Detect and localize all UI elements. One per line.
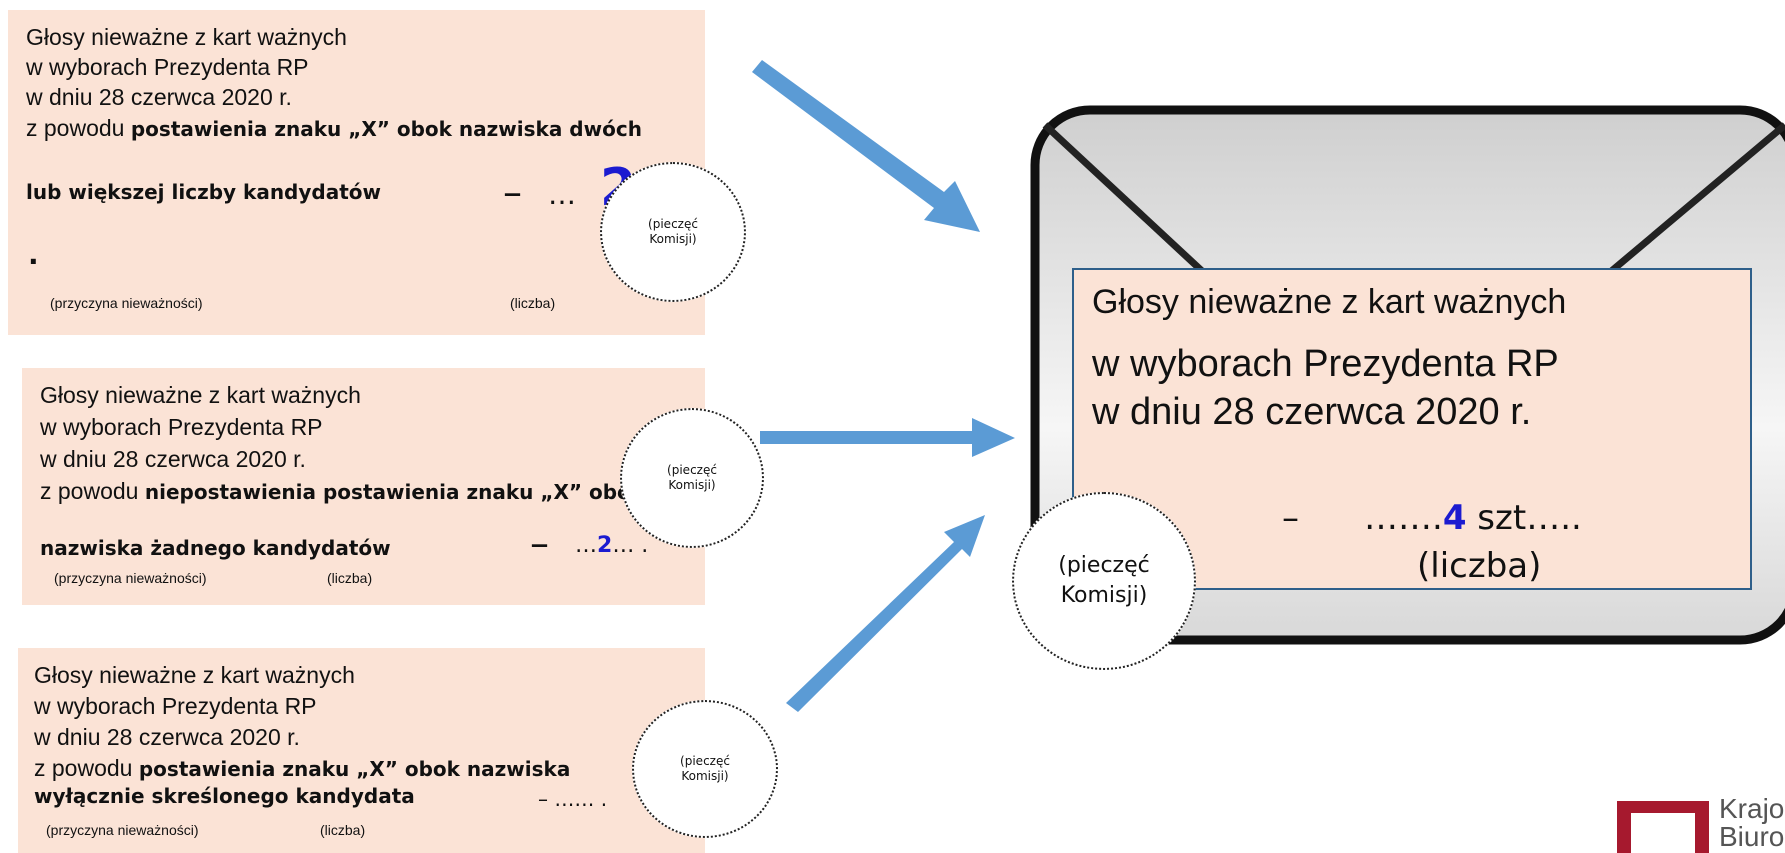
dash: – <box>1282 498 1299 538</box>
count-label: (liczba) <box>320 822 366 838</box>
dash: – <box>530 521 549 565</box>
reason-text-cont: lub większej liczby kandydatów <box>26 180 381 204</box>
logo: Krajo Biuro <box>1615 795 1785 853</box>
dots-before: ……. <box>1364 498 1443 538</box>
stamp-text-2: Komisji) <box>649 232 697 246</box>
card-subtitle: w wyborach Prezydenta RP <box>40 414 323 440</box>
reason-prefix: z powodu <box>34 755 133 781</box>
reason-text-cont: nazwiska żadnego kandydatów <box>40 536 391 560</box>
card-date: w dniu 28 czerwca 2020 r. <box>26 84 292 110</box>
card-reason-line: z powodu niepostawienia postawienia znak… <box>40 476 644 507</box>
envelope-title: Głosy nieważne z kart ważnych <box>1092 283 1567 321</box>
cause-label: (przyczyna nieważności) <box>46 822 199 838</box>
dots-after: … . <box>612 533 649 558</box>
card-title: Głosy nieważne z kart ważnych <box>26 24 347 50</box>
dots-before: … <box>575 533 597 558</box>
count-label: (liczba) <box>1417 546 1542 586</box>
arrow-3 <box>786 515 985 712</box>
dots: … <box>548 178 576 211</box>
arrow-2 <box>760 418 1015 457</box>
count-line: – …… . <box>538 787 608 811</box>
reason-text-cont: wyłącznie skreślonego kandydata <box>34 784 415 808</box>
stamp-text-1: (pieczęć <box>680 754 730 768</box>
card-reason-line: z powodu postawienia znaku „X” obok nazw… <box>26 113 642 144</box>
trailing-dot: . <box>28 238 39 271</box>
reason-prefix: z powodu <box>26 115 125 141</box>
reason-text: postawienia znaku „X” obok nazwiska <box>138 757 571 781</box>
card-title: Głosy nieważne z kart ważnych <box>40 382 361 408</box>
count-suffix: szt….. <box>1477 498 1582 538</box>
card-title: Głosy nieważne z kart ważnych <box>34 662 355 688</box>
card-subtitle: w wyborach Prezydenta RP <box>34 693 317 719</box>
card-subtitle: w wyborach Prezydenta RP <box>26 54 309 80</box>
stamp-text-2: Komisji) <box>668 478 716 492</box>
invalid-votes-card-3: Głosy nieważne z kart ważnych w wyborach… <box>18 648 705 853</box>
stamp-text-2: Komisji) <box>1060 583 1148 608</box>
card-date: w dniu 28 czerwca 2020 r. <box>40 446 306 472</box>
arrow-1 <box>752 60 980 232</box>
invalid-votes-card-2: Głosy nieważne z kart ważnych w wyborach… <box>22 368 705 605</box>
stamp-text-2: Komisji) <box>681 769 729 783</box>
count-value: 4 <box>1442 498 1467 538</box>
logo-text-1: Krajo <box>1719 793 1785 824</box>
envelope-date: w dniu 28 czerwca 2020 r. <box>1092 391 1532 433</box>
reason-text: niepostawienia postawienia znaku „X” obo… <box>144 480 645 504</box>
logo-text-2: Biuro <box>1719 821 1785 852</box>
reason-prefix: z powodu <box>40 478 139 504</box>
envelope-subtitle: w wyborach Prezydenta RP <box>1092 343 1559 385</box>
envelope-label: Głosy nieważne z kart ważnych w wyborach… <box>1072 268 1752 590</box>
count-value: 2 <box>597 533 613 558</box>
card-date: w dniu 28 czerwca 2020 r. <box>34 724 300 750</box>
cause-label: (przyczyna nieważności) <box>54 570 207 586</box>
count-label: (liczba) <box>327 570 373 586</box>
logo-mark-icon <box>1617 801 1709 853</box>
card-reason-line: z powodu postawienia znaku „X” obok nazw… <box>34 753 570 784</box>
count-line: …2… . <box>575 533 648 558</box>
stamp-text-1: (pieczęć <box>648 217 698 231</box>
reason-text: postawienia znaku „X” obok nazwiska dwóc… <box>130 117 642 141</box>
dash: – <box>503 170 522 214</box>
stamp-text-1: (pieczęć <box>667 463 717 477</box>
cause-label: (przyczyna nieważności) <box>50 295 203 311</box>
stamp-text-1: (pieczęć <box>1058 553 1150 578</box>
count-label: (liczba) <box>510 295 556 311</box>
count-line: …….4 szt….. <box>1364 498 1582 538</box>
invalid-votes-card-1: Głosy nieważne z kart ważnych w wyborach… <box>8 10 705 335</box>
